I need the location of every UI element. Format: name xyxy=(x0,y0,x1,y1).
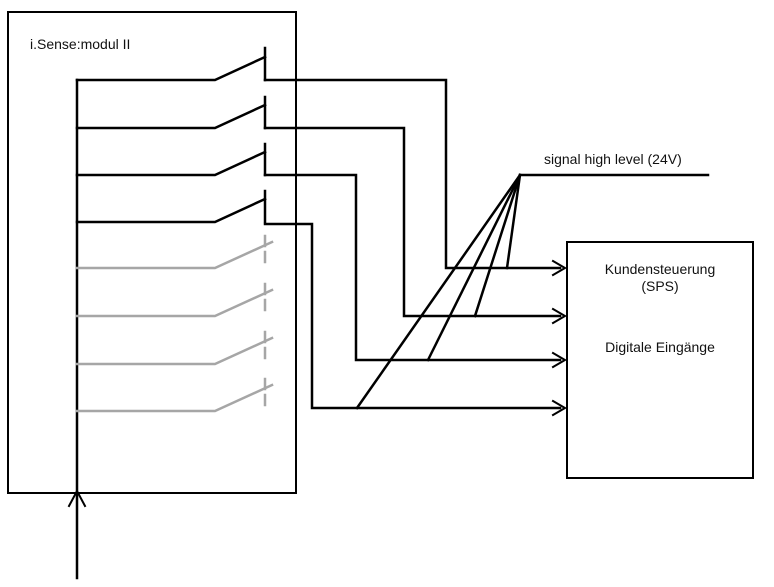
module-title: i.Sense:modul II xyxy=(30,36,131,52)
signal-fan xyxy=(355,173,522,410)
relay-contact-3 xyxy=(75,142,267,177)
input-arrow-4 xyxy=(551,399,567,417)
input-arrow-1 xyxy=(551,259,567,277)
signal-label: signal high level (24V) xyxy=(544,151,682,167)
relay-contact-2 xyxy=(75,95,267,130)
output-wire-1 xyxy=(263,78,562,270)
input-arrow-2 xyxy=(551,307,567,325)
plc-inputs-label: Digitale Eingänge xyxy=(605,339,715,355)
relay-contact-5-inactive xyxy=(75,234,274,270)
plc-title: Kundensteuerung xyxy=(604,261,716,277)
relay-contact-8-inactive xyxy=(75,377,274,413)
input-arrow-head xyxy=(67,488,87,508)
relay-contact-4 xyxy=(75,189,267,224)
output-wire-3 xyxy=(263,173,562,362)
input-arrow-3 xyxy=(551,351,567,369)
plc-box xyxy=(566,241,754,479)
relay-contact-6-inactive xyxy=(75,282,274,318)
plc-subtitle: (SPS) xyxy=(641,278,679,294)
module-box xyxy=(7,11,297,494)
output-wire-4 xyxy=(263,222,562,410)
relay-contact-1 xyxy=(75,46,267,82)
relay-contact-7-inactive xyxy=(75,330,274,366)
output-wire-2 xyxy=(263,126,562,318)
